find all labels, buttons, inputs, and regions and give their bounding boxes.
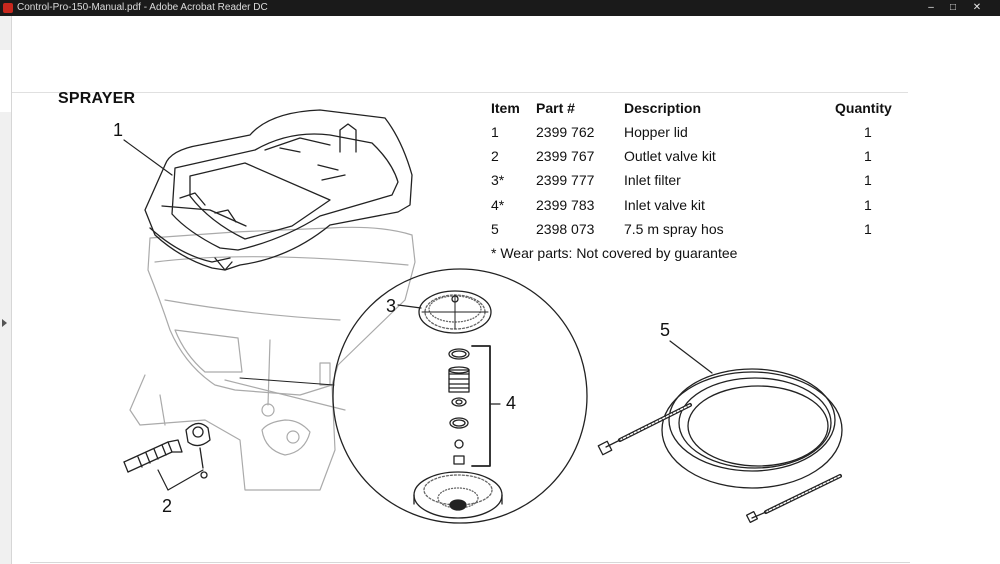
row-description: Inlet filter <box>624 172 681 188</box>
callout-3: 3 <box>386 296 397 316</box>
table-row: 2 2399 767 Outlet valve kit 1 <box>491 148 911 168</box>
wear-parts-note: * Wear parts: Not covered by guarantee <box>491 245 738 261</box>
minimize-button[interactable]: – <box>928 2 934 13</box>
row-item: 3* <box>491 172 505 188</box>
window-title: Control-Pro-150-Manual.pdf - Adobe Acrob… <box>17 2 268 13</box>
inlet-filter <box>418 290 492 334</box>
row-quantity: 1 <box>864 197 872 213</box>
header-quantity: Quantity <box>835 100 892 116</box>
row-quantity: 1 <box>864 148 872 164</box>
close-button[interactable]: ✕ <box>972 2 982 13</box>
inlet-valve-kit <box>448 345 501 467</box>
table-row: 3* 2399 777 Inlet filter 1 <box>491 172 911 192</box>
row-description: Outlet valve kit <box>624 148 716 164</box>
detail-circle <box>239 268 588 524</box>
callout-4: 4 <box>506 393 517 413</box>
callout-leaders <box>123 139 713 491</box>
row-item: 5 <box>491 221 499 237</box>
window-titlebar: Control-Pro-150-Manual.pdf - Adobe Acrob… <box>0 0 1000 16</box>
row-item: 1 <box>491 124 499 140</box>
table-row: 1 2399 762 Hopper lid 1 <box>491 124 911 144</box>
callout-5: 5 <box>660 320 671 340</box>
table-row: 5 2398 073 7.5 m spray hos 1 <box>491 221 911 241</box>
row-quantity: 1 <box>864 221 872 237</box>
spray-hose <box>597 368 843 524</box>
outlet-valve <box>123 422 211 479</box>
expand-panel-arrow-icon[interactable] <box>2 319 7 327</box>
row-part: 2399 767 <box>536 148 595 164</box>
acrobat-icon <box>3 3 13 13</box>
row-item: 4* <box>491 197 505 213</box>
callout-2: 2 <box>162 496 173 516</box>
row-item: 2 <box>491 148 499 164</box>
row-description: Hopper lid <box>624 124 688 140</box>
row-description: Inlet valve kit <box>624 197 705 213</box>
maximize-button[interactable]: □ <box>949 2 957 13</box>
table-header: Item Part # Description Quantity <box>491 100 911 120</box>
page-top-edge <box>12 92 908 93</box>
row-description: 7.5 m spray hos <box>624 221 724 237</box>
row-quantity: 1 <box>864 172 872 188</box>
section-heading: SPRAYER <box>58 90 136 107</box>
hopper-lid <box>144 109 413 271</box>
table-row: 4* 2399 783 Inlet valve kit 1 <box>491 197 911 217</box>
page-bottom-edge <box>30 562 910 563</box>
rail-gap <box>0 50 11 112</box>
sprayer-body <box>129 226 416 491</box>
valve-housing <box>413 471 503 519</box>
header-item: Item <box>491 100 520 116</box>
row-part: 2399 777 <box>536 172 595 188</box>
toolbar-area <box>0 16 1000 91</box>
row-quantity: 1 <box>864 124 872 140</box>
row-part: 2399 783 <box>536 197 595 213</box>
row-part: 2399 762 <box>536 124 595 140</box>
header-description: Description <box>624 100 702 116</box>
header-part: Part # <box>536 100 575 116</box>
left-panel-rail[interactable] <box>0 16 12 564</box>
callout-1: 1 <box>113 120 124 140</box>
row-part: 2398 073 <box>536 221 595 237</box>
